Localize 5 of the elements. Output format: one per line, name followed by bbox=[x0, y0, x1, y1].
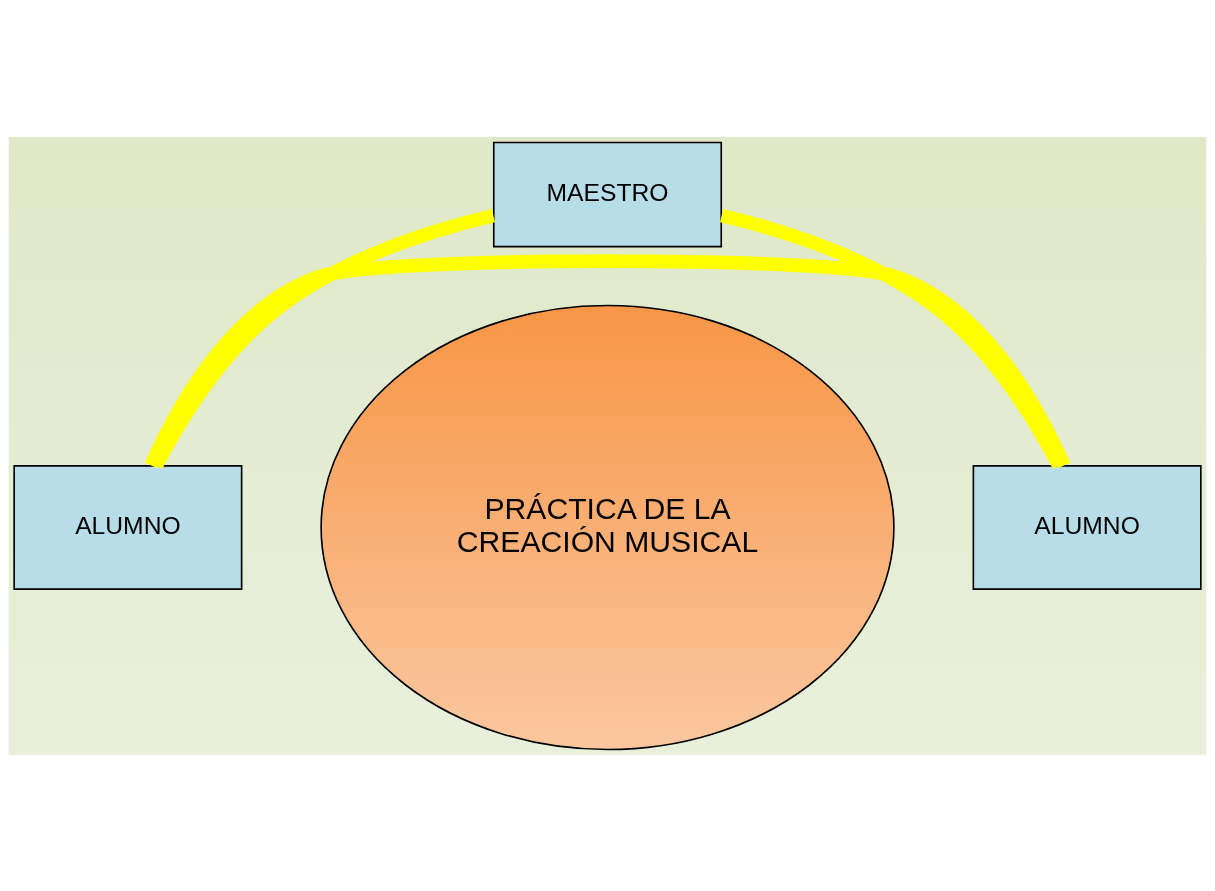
node-box: MAESTRO bbox=[492, 141, 723, 247]
node-box: ALUMNO bbox=[13, 464, 243, 590]
node-ellipse: PRÁCTICA DE LA CREACIÓN MUSICAL bbox=[320, 304, 895, 750]
connector bbox=[144, 253, 1071, 468]
node-box: ALUMNO bbox=[972, 464, 1202, 590]
